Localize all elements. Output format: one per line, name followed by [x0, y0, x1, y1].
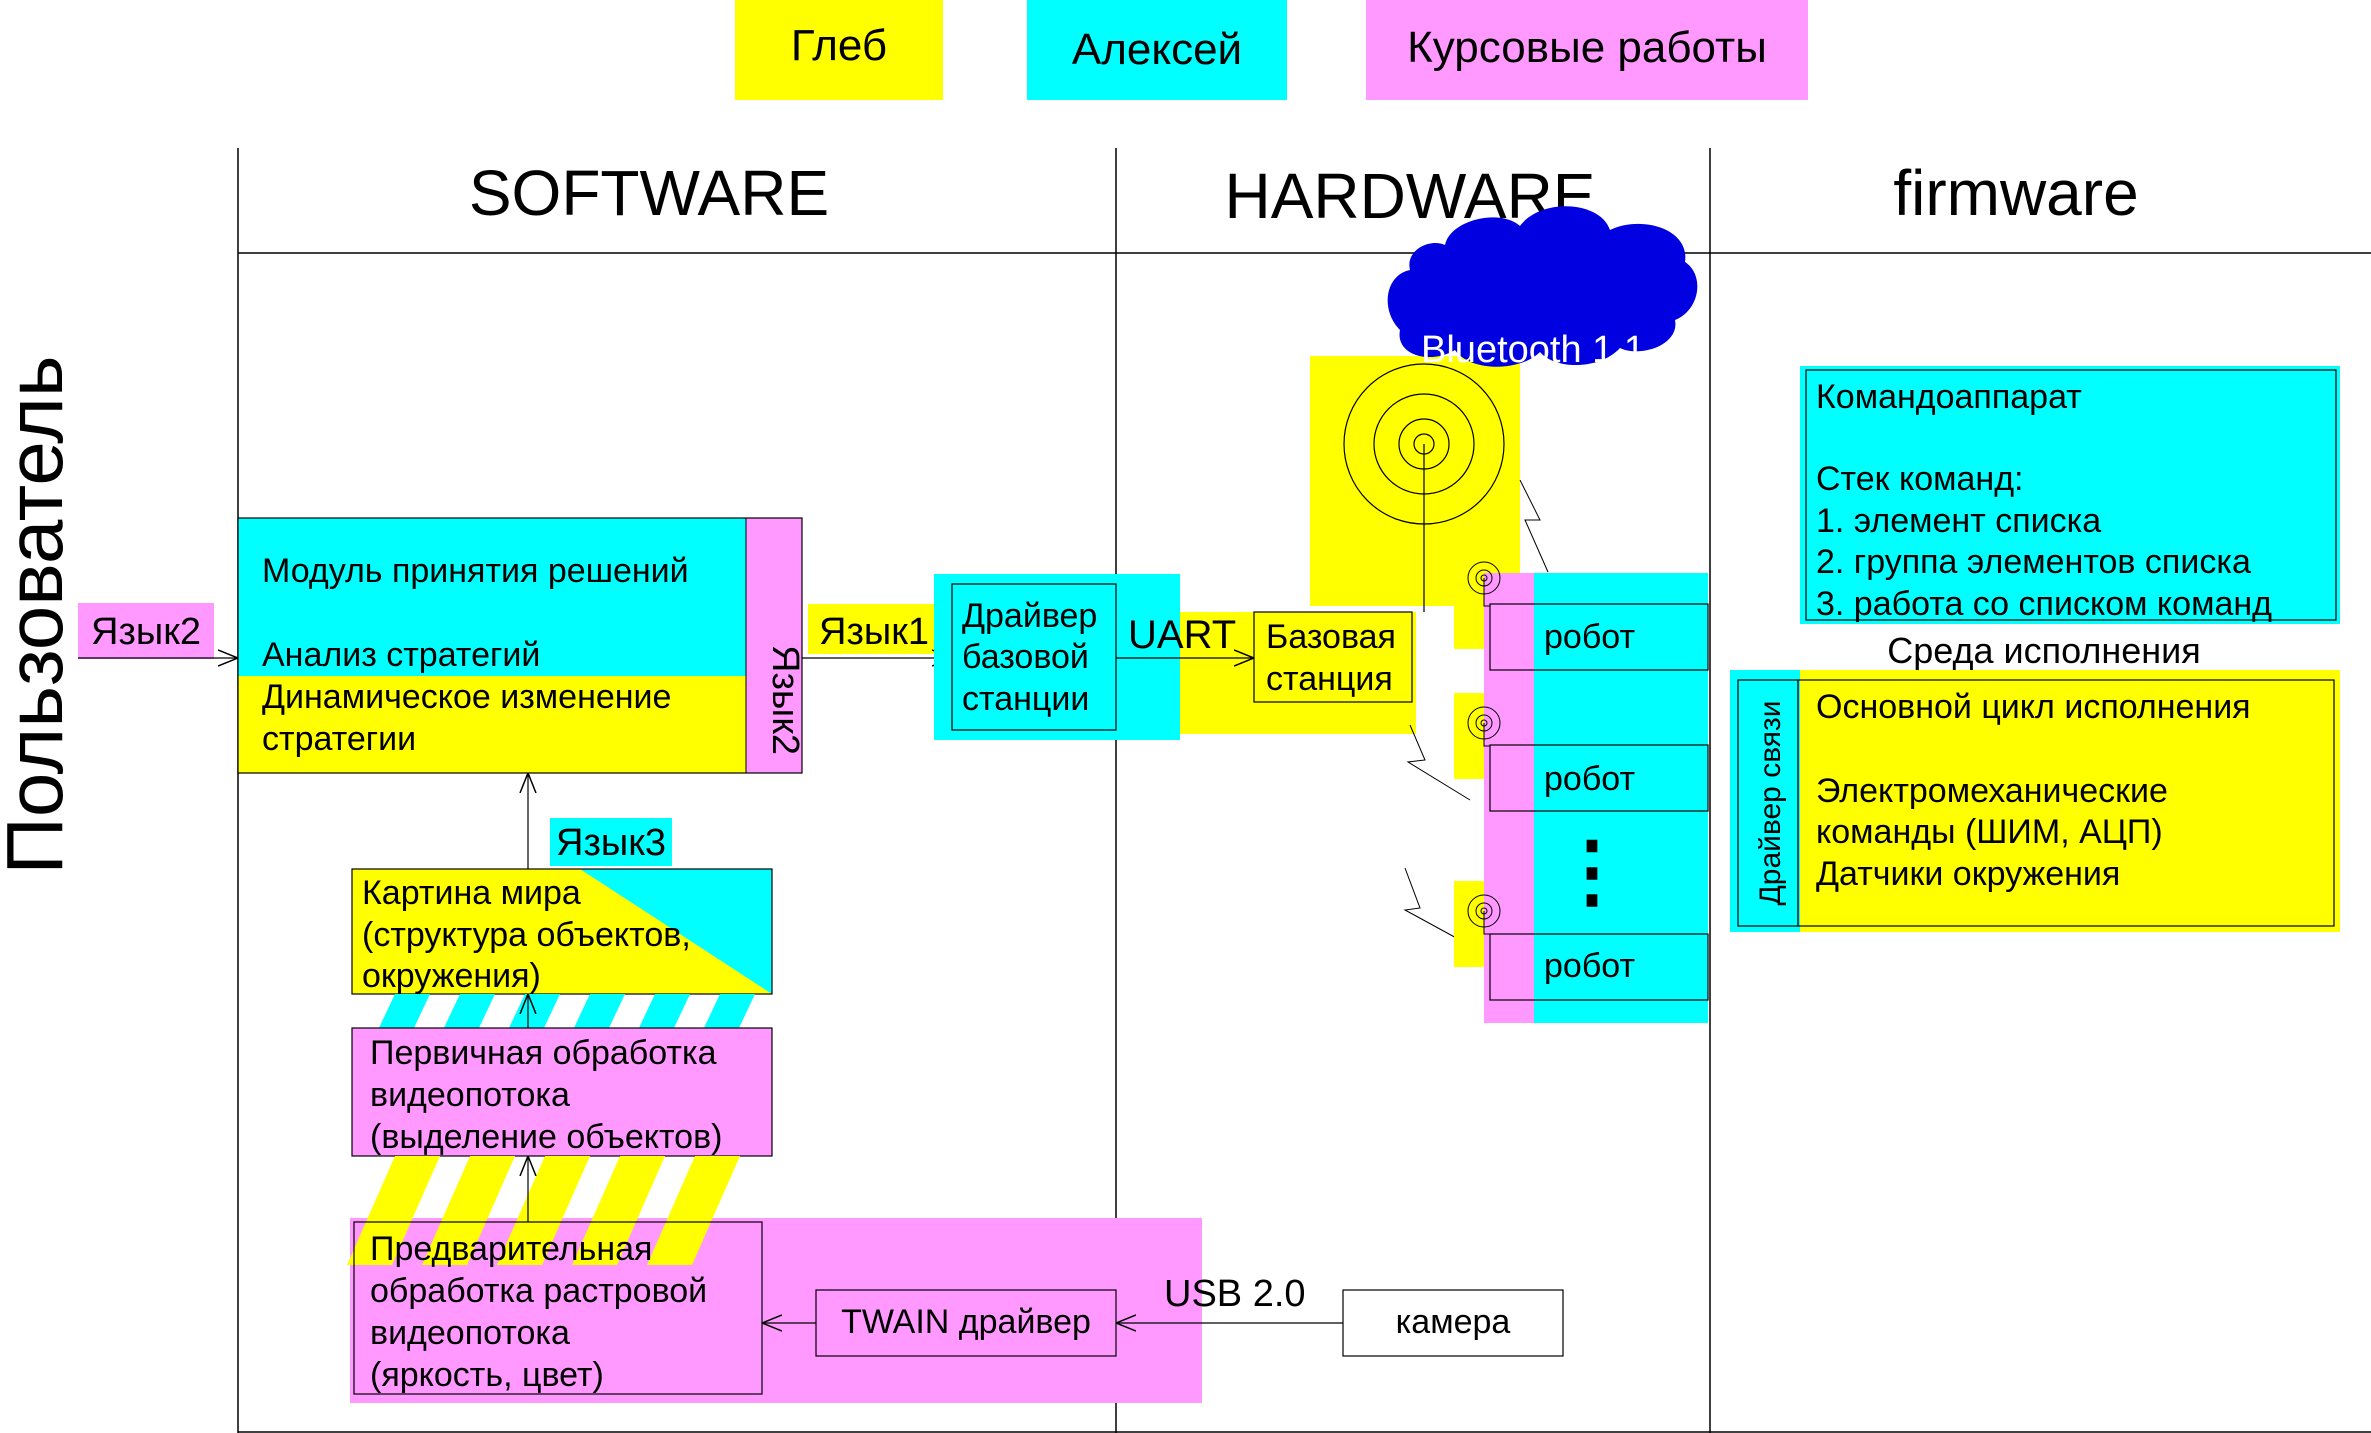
robot-antenna-icon	[1467, 894, 1501, 935]
robot-2: робот	[1467, 706, 1709, 812]
command-stack: Стек команд:	[1816, 460, 2024, 498]
yellow-stripes	[347, 1156, 740, 1265]
robot-3-label: робот	[1544, 947, 1635, 985]
legend: Глеб Алексей Курсовые работы	[735, 0, 1808, 100]
world-picture: Картина мира (структура объектов, окруже…	[351, 868, 773, 995]
world-line1: Картина мира	[362, 874, 581, 912]
preproc-band	[350, 1218, 1202, 1403]
driver-line2: базовой	[962, 638, 1089, 676]
lang1-label: Язык1	[819, 611, 929, 653]
runtime-line2: Электромеханические	[1816, 772, 2168, 810]
antenna-icon	[1343, 363, 1505, 612]
robot-3: робот	[1467, 894, 1709, 1001]
command-title: Командоаппарат	[1816, 378, 2082, 416]
runtime-line3: команды (ШИМ, АЦП)	[1816, 813, 2163, 851]
preproc-line1: Предварительная	[370, 1230, 652, 1268]
runtime-line4: Датчики окружения	[1816, 855, 2120, 893]
camera-label: камера	[1396, 1303, 1511, 1341]
robots-ellipsis: ⋮	[1552, 826, 1632, 915]
preproc-line3: видеопотока	[370, 1314, 570, 1352]
robot-antenna-icon	[1467, 561, 1501, 607]
legend-aleksey-swatch	[1027, 0, 1287, 100]
radio-link-icons	[1403, 479, 1549, 941]
runtime-label: Среда исполнения	[1887, 630, 2201, 671]
user-side-label: Пользователь	[0, 355, 79, 874]
decision-line4: стратегии	[262, 720, 416, 758]
base-station-driver: Драйвер базовой станции	[934, 574, 1180, 740]
driver-line3: станции	[962, 680, 1089, 718]
preproc-line4: (яркость, цвет)	[370, 1356, 604, 1394]
uart-band	[1180, 612, 1416, 734]
legend-aleksey-label: Алексей	[1072, 25, 1242, 74]
decision-line1: Модуль принятия решений	[262, 552, 689, 590]
primary-processing: Первичная обработка видеопотока (выделен…	[351, 1027, 773, 1157]
base-station-line1: Базовая	[1266, 618, 1396, 656]
primary-line2: видеопотока	[370, 1076, 570, 1114]
command-item-3: 3. работа со списком команд	[1816, 585, 2272, 623]
primary-line3: (выделение объектов)	[370, 1118, 722, 1156]
input-lang-badge	[78, 603, 214, 659]
legend-coursework-label: Курсовые работы	[1407, 23, 1767, 72]
runtime-line1: Основной цикл исполнения	[1816, 688, 2251, 726]
uart-label: UART	[1128, 613, 1236, 657]
base-station: Базовая станция	[1253, 611, 1413, 703]
input-lang-label: Язык2	[91, 611, 201, 653]
primary-line1: Первичная обработка	[370, 1034, 717, 1072]
twain-label: TWAIN драйвер	[841, 1303, 1091, 1341]
antenna-block	[1310, 356, 1520, 606]
legend-gleb-swatch	[735, 0, 943, 100]
command-item-1: 1. элемент списка	[1816, 502, 2101, 540]
decision-line3: Динамическое изменение	[262, 678, 671, 716]
decision-module: Модуль принятия решений Анализ стратегий…	[237, 517, 806, 774]
column-header-software: SOFTWARE	[469, 157, 829, 229]
command-block: Командоаппарат Стек команд: 1. элемент с…	[1800, 366, 2340, 624]
runtime-block: Драйвер связи Основной цикл исполнения Э…	[1730, 670, 2340, 932]
base-station-line2: станция	[1266, 660, 1393, 698]
preproc-line2: обработка растровой	[370, 1272, 707, 1310]
lang1-badge	[808, 604, 938, 654]
usb-label: USB 2.0	[1164, 1273, 1306, 1315]
world-line2: (структура объектов,	[362, 916, 691, 954]
robot-antenna-icon	[1467, 706, 1501, 747]
robot-2-label: робот	[1544, 760, 1635, 798]
decision-side-lang: Язык2	[764, 645, 806, 755]
column-header-firmware: firmware	[1893, 157, 2138, 229]
decision-line2: Анализ стратегий	[262, 636, 540, 674]
lang3-badge	[550, 818, 672, 866]
robots-group	[1454, 563, 1708, 1023]
bluetooth-label: Bluetooth 1.1	[1421, 329, 1645, 371]
robot-1: робот	[1467, 561, 1709, 671]
frame	[237, 148, 2371, 1433]
legend-gleb-label: Глеб	[791, 21, 887, 70]
lang3-label: Язык3	[556, 822, 666, 864]
camera: камера	[1342, 1289, 1564, 1357]
command-item-2: 2. группа элементов списка	[1816, 543, 2251, 581]
legend-coursework-swatch	[1366, 0, 1808, 100]
robot-1-label: робот	[1544, 618, 1635, 656]
bluetooth-cloud: Bluetooth 1.1	[1387, 206, 1698, 371]
comm-driver-label: Драйвер связи	[1754, 700, 1787, 905]
driver-line1: Драйвер	[962, 597, 1097, 635]
world-line3: окружения)	[362, 957, 541, 995]
preprocessing: Предварительная обработка растровой виде…	[353, 1221, 763, 1395]
